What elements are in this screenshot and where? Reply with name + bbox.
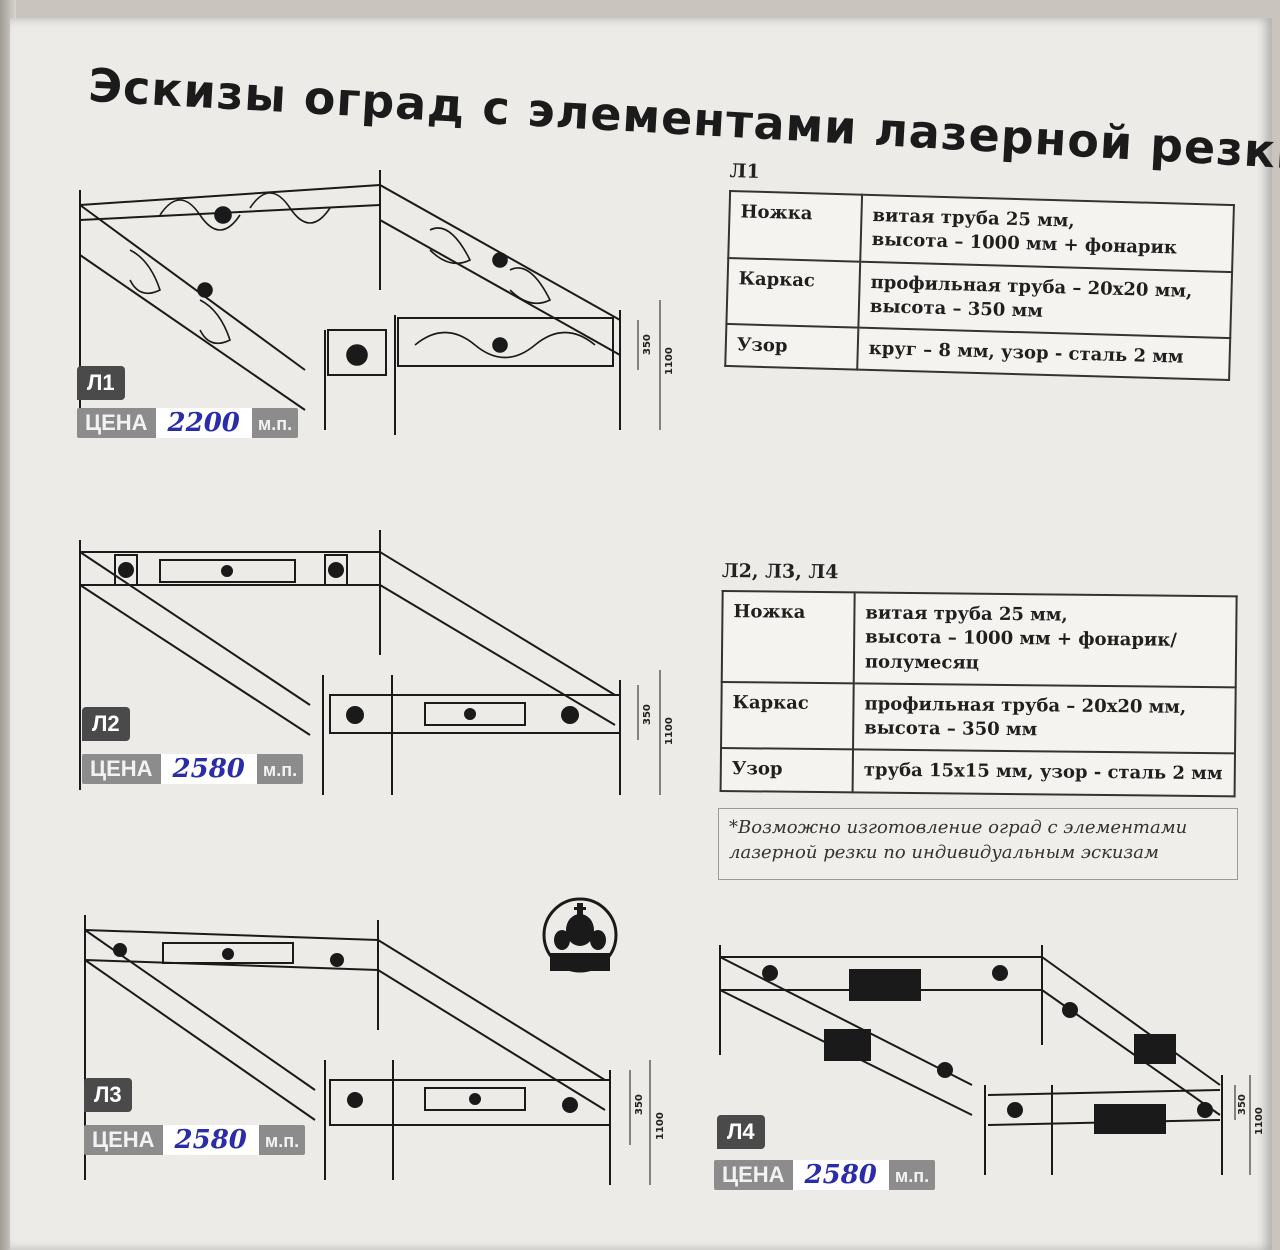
spec-value: профильная труба – 20х20 мм, высота – 35… [858, 261, 1233, 339]
price-unit: м.п. [262, 760, 298, 780]
fence-l1-badge: Л1 [77, 366, 125, 400]
price-value: 2580 [160, 754, 257, 784]
custom-order-note: *Возможно изготовление оград с элементам… [718, 808, 1238, 880]
spec-l234-heading: Л2, Л3, Л4 [721, 560, 839, 584]
spec-row: Каркас профильная труба – 20х20 мм, высо… [721, 681, 1236, 754]
scroll-ornaments [129, 192, 596, 366]
spec-l234-table: Ножка витая труба 25 мм, высота – 1000 м… [719, 589, 1238, 798]
dim-height-label: 1100 [655, 1112, 666, 1140]
spec-key: Ножка [728, 191, 863, 262]
spec-row: Узор труба 15х15 мм, узор - сталь 2 мм [720, 748, 1235, 797]
dim-height-label: 1100 [664, 717, 675, 745]
price-label: ЦЕНА [92, 1127, 155, 1152]
dim-height-label: 1100 [1254, 1107, 1265, 1135]
price-label: ЦЕНА [90, 756, 153, 781]
dim-frame-label: 350 [642, 704, 653, 725]
fence-l4-price: ЦЕНА 2580 м.п. [714, 1160, 936, 1190]
spec-key: Узор [725, 324, 859, 371]
spec-value: витая труба 25 мм, высота – 1000 мм + фо… [860, 194, 1234, 272]
spec-row: Ножка витая труба 25 мм, высота – 1000 м… [721, 591, 1237, 688]
spec-l1: Л1 Ножка витая труба 25 мм, высота – 100… [724, 160, 1236, 382]
fence-l4-badge: Л4 [717, 1115, 765, 1149]
dim-frame-label: 350 [634, 1094, 645, 1115]
fence-l2-price: ЦЕНА 2580 м.п. [82, 754, 304, 784]
dim-height-label: 1100 [664, 347, 675, 375]
spec-key: Ножка [721, 591, 855, 684]
price-label: ЦЕНА [85, 410, 148, 435]
spec-l1-table: Ножка витая труба 25 мм, высота – 1000 м… [724, 189, 1235, 382]
price-value: 2200 [155, 408, 252, 438]
spec-l234: Л2, Л3, Л4 Ножка витая труба 25 мм, высо… [719, 560, 1238, 798]
fence-l2-badge: Л2 [82, 707, 130, 741]
fence-l4-drawing: 350 1100 [710, 935, 1270, 1185]
spec-value: витая труба 25 мм, высота – 1000 мм + фо… [853, 592, 1237, 688]
spec-key: Узор [720, 748, 854, 793]
price-value: 2580 [162, 1125, 259, 1155]
fence-l3-price: ЦЕНА 2580 м.п. [84, 1125, 306, 1155]
fence-l2-drawing: 350 1100 [70, 525, 690, 805]
fence-l1-price: ЦЕНА 2200 м.п. [77, 408, 299, 438]
price-unit: м.п. [264, 1131, 300, 1151]
spec-value: профильная труба – 20х20 мм, высота – 35… [853, 683, 1236, 754]
price-unit: м.п. [894, 1166, 930, 1186]
spec-value: труба 15х15 мм, узор - сталь 2 мм [852, 749, 1235, 797]
fence-l3-badge: Л3 [84, 1078, 132, 1112]
spec-key: Каркас [726, 257, 861, 328]
spec-key: Каркас [721, 681, 854, 750]
price-value: 2580 [792, 1160, 889, 1190]
spec-value: круг – 8 мм, узор - сталь 2 мм [857, 327, 1231, 381]
dim-frame-label: 350 [1237, 1094, 1248, 1115]
dim-frame-label: 350 [642, 334, 653, 355]
fence-l3-drawing: 350 1100 [75, 900, 675, 1190]
dimension-lines [637, 300, 661, 430]
price-label: ЦЕНА [722, 1162, 785, 1187]
fence-l1-drawing: 350 1100 [70, 160, 690, 440]
church-icon [540, 895, 620, 979]
price-unit: м.п. [257, 414, 293, 434]
